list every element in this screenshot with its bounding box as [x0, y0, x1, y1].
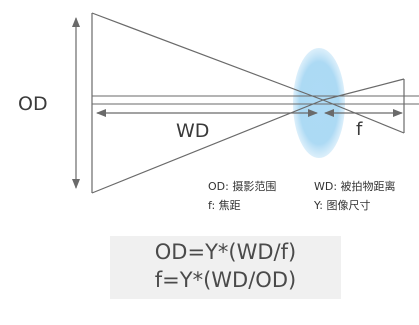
- formula-box: OD=Y*(WD/f) f=Y*(WD/OD): [110, 236, 341, 299]
- legend-y: Y: 图像尺寸: [314, 199, 371, 212]
- formula-f: f=Y*(WD/OD): [154, 268, 297, 292]
- lens-ellipse: [293, 48, 345, 158]
- od-label: OD: [18, 93, 48, 115]
- f-label: f: [356, 119, 363, 140]
- formula-od: OD=Y*(WD/f): [154, 240, 297, 264]
- legend-wd: WD: 被拍物距离: [314, 180, 396, 193]
- upper-ray: [91, 12, 324, 101]
- legend-f: f: 焦距: [208, 199, 241, 212]
- legend-od: OD: 摄影范围: [208, 180, 277, 193]
- wd-label: WD: [176, 120, 209, 142]
